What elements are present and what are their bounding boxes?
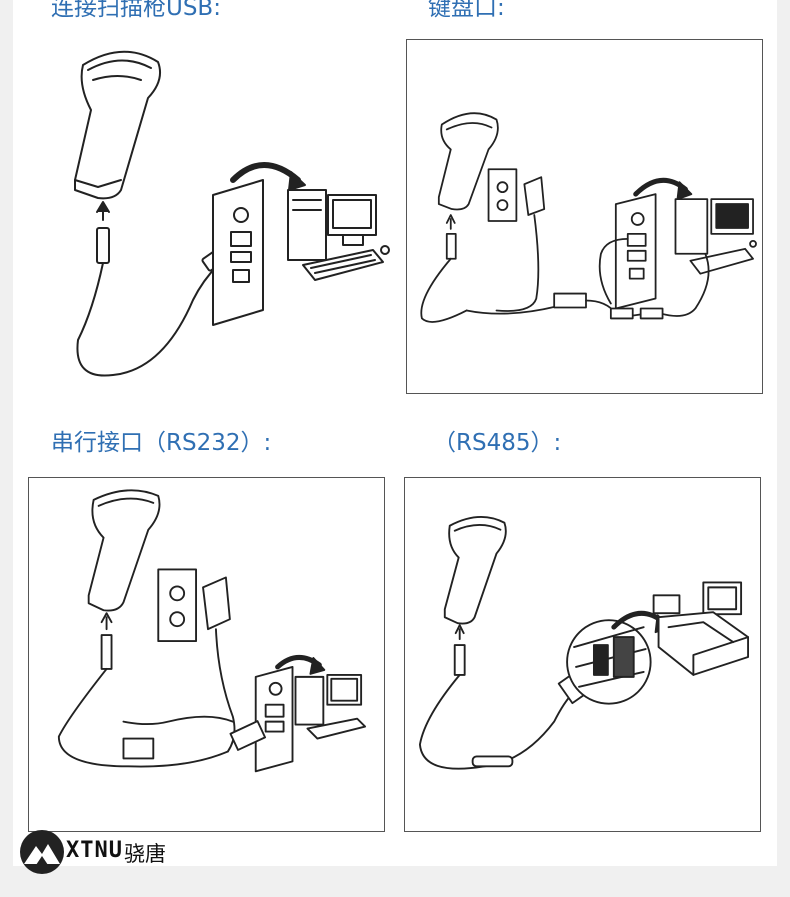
diagram-usb	[53, 40, 393, 390]
caption-usb: 连接扫描枪USB:	[51, 0, 221, 21]
wall-port-panel	[212, 179, 264, 326]
scanner-icon	[443, 516, 507, 625]
computer-icon	[674, 198, 757, 275]
diagram-keyboard	[406, 39, 763, 394]
brand-chinese: 骁唐	[124, 842, 166, 866]
brand-logo: XTNU 骁唐	[20, 828, 190, 876]
manual-page: 连接扫描枪USB: 键盘口: 串行接口（RS232）: （RS485）:	[13, 0, 777, 866]
wall-port-panel	[254, 665, 294, 773]
caption-rs485: （RS485）:	[433, 430, 562, 456]
power-adapter-icon	[495, 176, 546, 312]
arrow-icon	[100, 612, 113, 631]
wall-port-panel	[614, 193, 657, 310]
mountain-logo-icon	[20, 830, 64, 874]
arrow-icon	[230, 162, 301, 183]
caption-rs232: 串行接口（RS232）:	[51, 430, 272, 456]
diagram-rs485	[404, 477, 761, 832]
scanner-icon	[87, 489, 161, 612]
scanner-icon	[74, 50, 161, 200]
pos-terminal-icon	[652, 581, 750, 676]
computer-icon	[287, 189, 390, 281]
arrow-icon	[454, 624, 465, 641]
diagram-rs232	[28, 477, 385, 832]
arrow-icon	[96, 201, 110, 221]
wall-outlet-icon	[157, 568, 198, 643]
caption-keyboard: 键盘口:	[428, 0, 505, 21]
power-adapter-icon	[202, 576, 236, 753]
computer-icon	[294, 673, 367, 740]
scanner-icon	[437, 112, 499, 211]
cable	[76, 227, 235, 377]
port-magnifier	[566, 619, 652, 705]
brand-latin: XTNU	[66, 838, 123, 863]
wall-outlet-icon	[487, 168, 518, 222]
arrow-icon	[445, 214, 456, 230]
